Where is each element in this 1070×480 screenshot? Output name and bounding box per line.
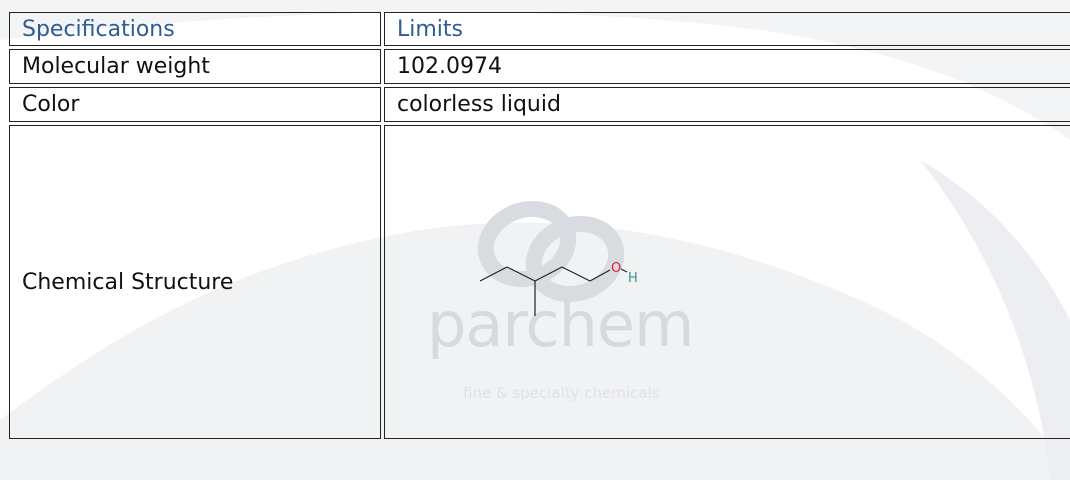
table-row: Molecular weight 102.0974 [9, 49, 1070, 84]
parchem-logo-word: parchem [427, 288, 694, 361]
parchem-rings-icon [477, 200, 625, 303]
spec-molecular-weight-value: 102.0974 [384, 49, 1070, 84]
spec-color-value: colorless liquid [384, 87, 1070, 122]
parchem-logo [457, 179, 667, 404]
molecule-structure-diagram: O H [480, 261, 638, 316]
oxygen-atom-label: O [611, 261, 621, 276]
table-row-structure: Chemical Structure parchem fine & specia… [9, 125, 1070, 439]
header-specifications: Specifications [9, 12, 381, 46]
spec-chemical-structure-label: Chemical Structure [9, 125, 381, 439]
table-header-row: Specifications Limits [9, 12, 1070, 46]
table-row: Color colorless liquid [9, 87, 1070, 122]
spec-molecular-weight-label: Molecular weight [9, 49, 381, 84]
hydrogen-atom-label: H [628, 271, 638, 286]
chemical-structure-cell: parchem fine & specialty chemicals O H [384, 125, 1070, 439]
header-limits: Limits [384, 12, 1070, 46]
parchem-logo-tagline: fine & specialty chemicals [463, 384, 660, 402]
specifications-table: Specifications Limits Molecular weight 1… [6, 9, 1070, 442]
spec-color-label: Color [9, 87, 381, 122]
